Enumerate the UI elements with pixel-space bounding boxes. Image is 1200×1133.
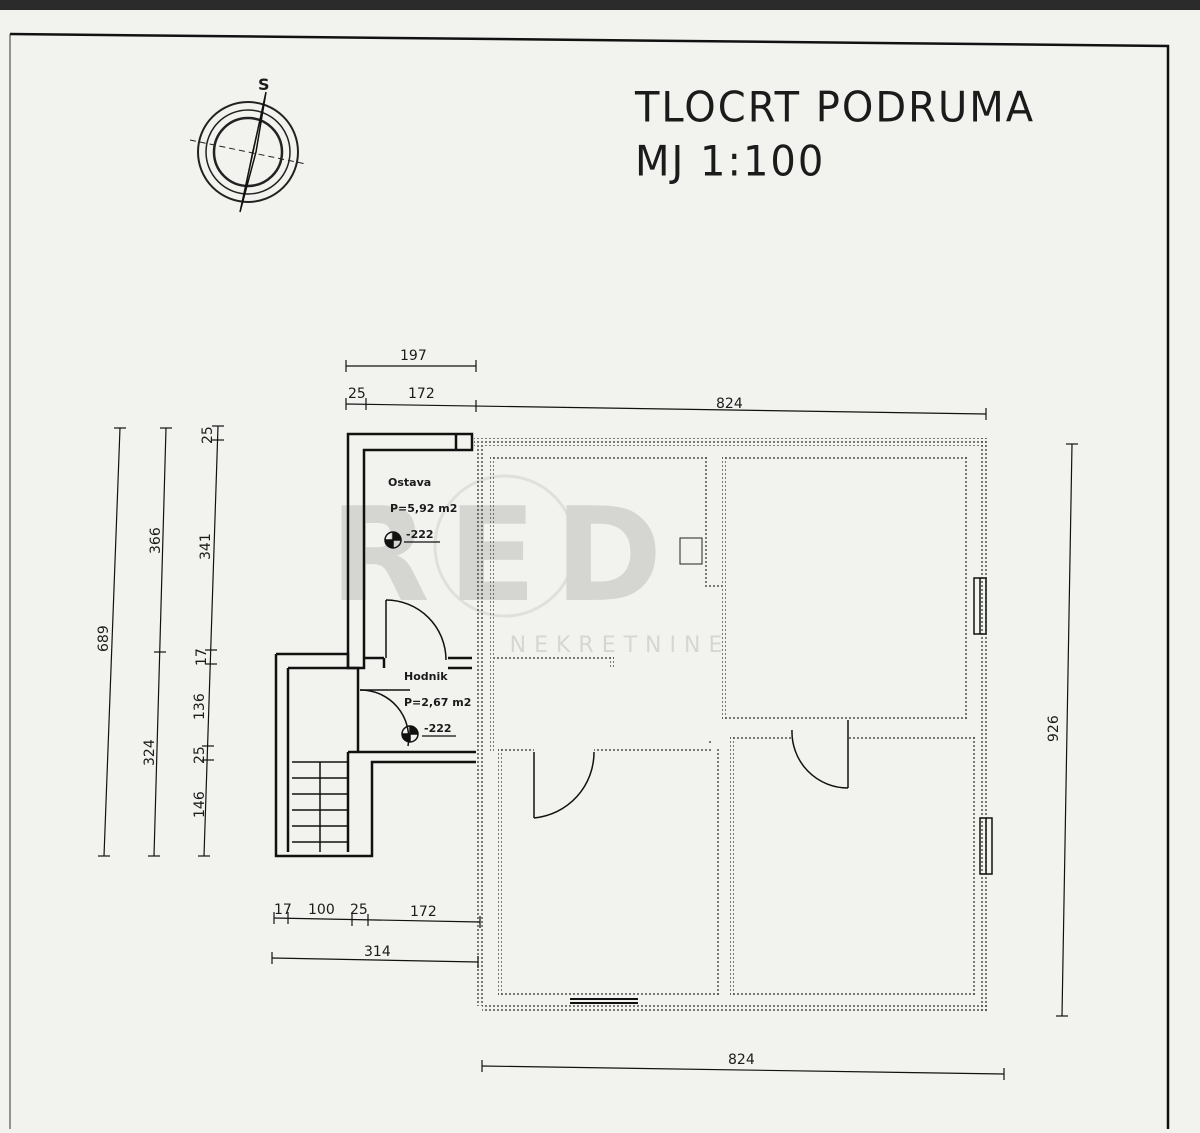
dim-label: 25	[350, 902, 368, 918]
dim-label: 366	[148, 527, 164, 554]
dim-label: 314	[364, 944, 391, 960]
dim-label: 17	[274, 902, 292, 918]
dim-label: 17	[194, 648, 210, 666]
dim-label: 824	[728, 1052, 755, 1068]
sheet-frame	[9, 32, 1170, 1129]
watermark-logo-text: RED	[330, 479, 681, 631]
dim-label: 197	[400, 348, 427, 364]
dim-label: 25	[192, 746, 208, 764]
window-right-upper	[973, 577, 987, 635]
drawing-title: TLOCRT PODRUMA	[635, 83, 1036, 133]
dim-label: 25	[200, 426, 216, 444]
room-label-ostava: Ostava P=5,92 m2 -222	[384, 476, 457, 549]
room-label-hodnik: Hodnik P=2,67 m2 -222	[401, 670, 471, 743]
drawing-scale: MJ 1:100	[635, 137, 826, 187]
room-area: P=5,92 m2	[390, 502, 457, 515]
dim-label: 25	[348, 386, 366, 402]
level-mark: -222	[424, 722, 452, 735]
level-mark: -222	[406, 528, 434, 541]
door-swing-lower-left	[533, 751, 595, 819]
room-area: P=2,67 m2	[404, 696, 471, 709]
dim-label: 926	[1046, 715, 1062, 742]
watermark-subtitle: NEKRETNINE	[510, 633, 731, 658]
dim-label: 341	[198, 533, 214, 560]
watermark-logo: RED NEKRETNINE	[330, 474, 731, 658]
dimension-labels: 197 25 172 824 689 366 324 25 341 17 136…	[96, 348, 1062, 1068]
room-name: Hodnik	[404, 670, 448, 683]
room-name: Ostava	[388, 476, 431, 489]
dim-label: 146	[192, 791, 208, 818]
dim-label: 100	[308, 902, 335, 918]
staircase	[292, 761, 348, 852]
dim-label: 172	[410, 904, 437, 920]
dim-label: 136	[192, 693, 208, 720]
compass-rose-icon: S	[189, 75, 307, 213]
dimension-lines	[98, 360, 1078, 1080]
photo-top-edge	[0, 0, 1200, 10]
dim-label: 689	[96, 625, 112, 652]
main-basement-dotted-outline	[474, 438, 988, 1012]
door-swing-lower-right	[791, 720, 849, 789]
dim-label: 824	[716, 396, 743, 412]
annex-walls	[274, 432, 476, 858]
dim-label: 324	[142, 739, 158, 766]
window-right-lower	[979, 817, 993, 875]
door-swing-ostava	[385, 599, 447, 661]
dim-label: 172	[408, 386, 435, 402]
window-bottom	[570, 998, 638, 1004]
compass-north-label: S	[258, 75, 270, 94]
